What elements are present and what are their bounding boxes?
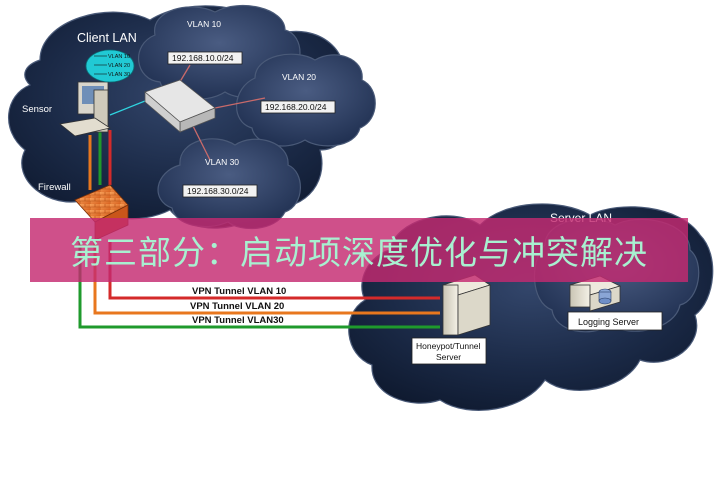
- vlan30-label: VLAN 30: [205, 157, 239, 167]
- vlan30-subnet: 192.168.30.0/24: [187, 186, 249, 196]
- section-title-banner: 第三部分：启动项深度优化与冲突解决: [30, 218, 688, 282]
- honeypot-server-icon: [442, 274, 491, 336]
- section-title: 第三部分：启动项深度优化与冲突解决: [70, 233, 648, 272]
- vlan20-cloud: [236, 53, 376, 147]
- tunnel-label-vlan10: VPN Tunnel VLAN 10: [192, 286, 286, 297]
- tunnel-label-vlan30: VPN Tunnel VLAN30: [192, 315, 284, 326]
- client-lan-label: Client LAN: [77, 31, 137, 45]
- vlan20-subnet: 192.168.20.0/24: [265, 102, 327, 112]
- sensor-vlan-item: VLAN 30: [108, 72, 130, 78]
- switch-icon: [144, 79, 216, 133]
- vlan30-cloud: [157, 138, 301, 230]
- sensor-vlan-item: VLAN 20: [108, 63, 130, 69]
- tunnel-label-vlan20: VPN Tunnel VLAN 20: [190, 301, 284, 312]
- vlan10-label: VLAN 10: [187, 19, 221, 29]
- honeypot-label-line2: Server: [436, 352, 461, 362]
- vlan20-label: VLAN 20: [282, 72, 316, 82]
- vlan10-subnet: 192.168.10.0/24: [172, 53, 234, 63]
- honeypot-label-line1: Honeypot/Tunnel: [416, 341, 481, 351]
- firewall-label: Firewall: [38, 182, 71, 193]
- logging-server-label: Logging Server: [578, 317, 639, 327]
- sensor-label: Sensor: [22, 104, 52, 115]
- sensor-vlan-item: VLAN 10: [108, 54, 130, 60]
- sensor-computer-icon: [59, 81, 111, 137]
